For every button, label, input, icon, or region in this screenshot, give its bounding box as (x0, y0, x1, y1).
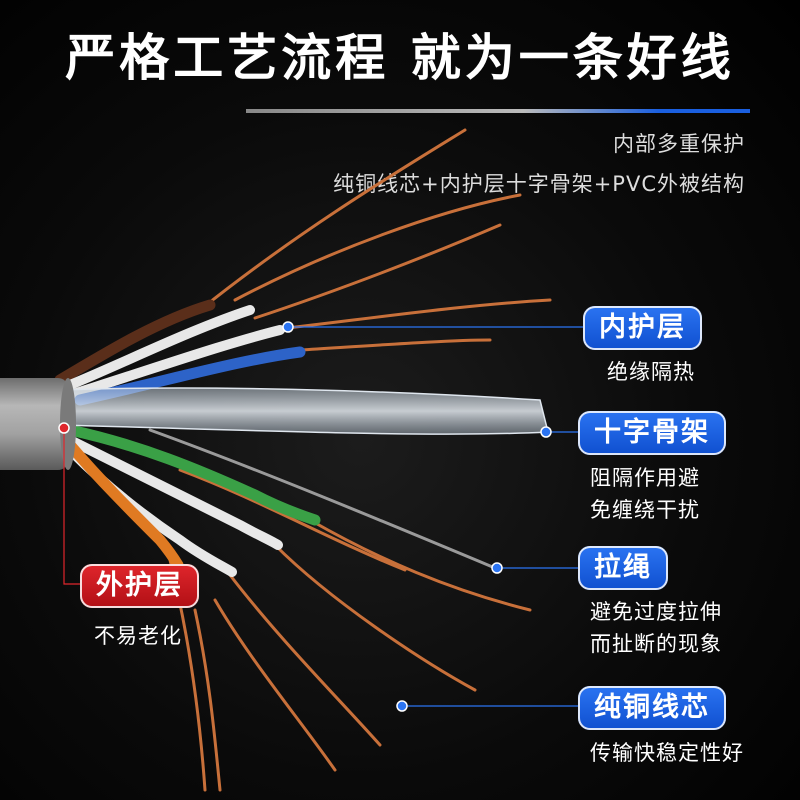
copper-wire (193, 608, 222, 792)
copper-wire (198, 128, 467, 312)
note-inner-sheath: 绝缘隔热 (607, 360, 695, 384)
note-cross-frame-2: 免缠绕干扰 (590, 498, 700, 522)
title-underline (246, 109, 750, 113)
copper-wire (233, 193, 522, 302)
tag-outer-sheath: 外护层 (80, 564, 199, 608)
note-cross-frame-1: 阻隔作用避 (590, 466, 700, 490)
white-blue-wire (65, 325, 285, 400)
callout-dots (58, 321, 552, 712)
dot-inner-sheath (282, 321, 294, 333)
dot-outer-sheath (58, 422, 70, 434)
copper-wire (273, 543, 477, 692)
copper-wire (253, 223, 502, 320)
subtitle-line-1: 内部多重保护 (613, 132, 745, 156)
note-copper-core: 传输快稳定性好 (590, 741, 744, 765)
tag-rip-cord: 拉绳 (578, 546, 668, 590)
white-green-wire (65, 435, 283, 550)
copper-wire (213, 598, 337, 772)
copper-wires (168, 128, 552, 792)
dot-rip-cord (491, 562, 503, 574)
copper-wire (178, 468, 407, 572)
copper-wire (308, 518, 532, 612)
cross-frame-spine (59, 387, 549, 435)
note-outer-sheath: 不易老化 (94, 624, 182, 648)
dot-cross-frame (540, 426, 552, 438)
green-wire (64, 424, 321, 526)
subtitle-line-2: 纯铜线芯+内护层十字骨架+PVC外被结构 (333, 172, 745, 196)
orange-wire (64, 439, 184, 571)
rip-cord (148, 428, 497, 570)
dot-copper-core (396, 700, 408, 712)
leader-outer-sheath (63, 428, 80, 585)
copper-wire (228, 573, 382, 747)
copper-wire (298, 338, 492, 352)
headline: 严格工艺流程 就为一条好线 (65, 29, 735, 87)
leader-lines (63, 326, 585, 707)
brown-wire (54, 299, 216, 386)
tag-copper-core: 纯铜线芯 (578, 686, 726, 730)
tag-inner-sheath: 内护层 (583, 306, 702, 350)
copper-wire (268, 298, 552, 332)
outer-jacket (0, 378, 68, 470)
tag-cross-frame: 十字骨架 (578, 411, 726, 455)
insulated-pairs (54, 299, 497, 577)
white-brown-wire (65, 305, 255, 390)
note-rip-cord-1: 避免过度拉伸 (590, 600, 722, 624)
note-rip-cord-2: 而扯断的现象 (590, 632, 722, 656)
